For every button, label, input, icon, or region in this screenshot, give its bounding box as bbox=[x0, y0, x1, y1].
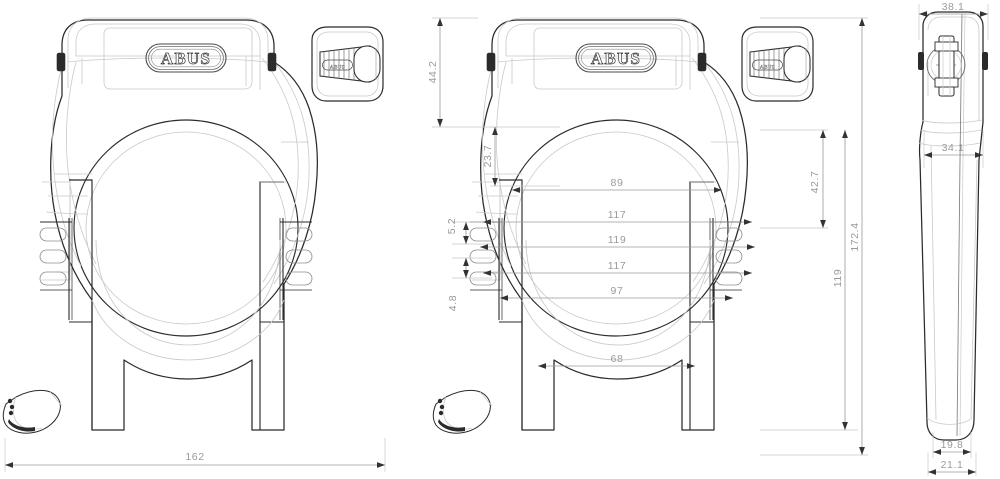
abus-logo-badge: ABUS bbox=[145, 43, 227, 73]
abus-logo-badge-2: ABUS bbox=[575, 43, 657, 73]
key-cylinder-front: ABUS bbox=[311, 26, 384, 102]
abus-key-text: ABUS bbox=[330, 64, 345, 70]
dim-38-1: 38.1 bbox=[918, 1, 989, 40]
abus-logo-text-2: ABUS bbox=[591, 49, 641, 68]
dim-label-34-1: 34.1 bbox=[942, 142, 965, 154]
dim-119: 119 bbox=[480, 234, 755, 250]
dim-label-42-7: 42.7 bbox=[809, 171, 821, 194]
view-front: ABUS ABUS 162 bbox=[2, 17, 386, 472]
dim-89: 89 bbox=[512, 177, 722, 193]
dim-label-117-upper: 117 bbox=[608, 209, 627, 221]
mounting-plug-front-2 bbox=[432, 389, 493, 434]
dim-label-23-7: 23.7 bbox=[482, 145, 494, 168]
abus-logo-text: ABUS bbox=[161, 49, 211, 68]
dim-172-4: 172.4 bbox=[760, 17, 868, 456]
dim-label-162: 162 bbox=[185, 451, 204, 463]
dim-label-19-8: 19.8 bbox=[941, 439, 964, 451]
dim-19-8: 19.8 bbox=[932, 432, 972, 458]
dim-34-1: 34.1 bbox=[923, 130, 984, 168]
dim-117-lower: 117 bbox=[483, 260, 752, 276]
mounting-plug-front bbox=[2, 389, 63, 434]
dim-overall-width-162: 162 bbox=[4, 438, 386, 472]
dim-label-119: 119 bbox=[608, 234, 627, 246]
dim-label-97: 97 bbox=[611, 285, 624, 297]
dim-44-2: 44.2 bbox=[427, 17, 498, 128]
view-side: 38.1 34.1 19.8 21.1 bbox=[918, 1, 989, 476]
dim-label-5-2: 5.2 bbox=[446, 218, 458, 234]
dim-42-7: 42.7 bbox=[760, 129, 828, 229]
dim-label-172-4: 172.4 bbox=[849, 222, 861, 251]
dim-label-44-2: 44.2 bbox=[427, 61, 439, 84]
dim-label-89: 89 bbox=[611, 177, 624, 189]
dim-label-117-lower: 117 bbox=[608, 260, 627, 272]
dim-label-21-1: 21.1 bbox=[941, 459, 964, 471]
dim-4-8: 4.8 bbox=[447, 257, 492, 311]
dim-68: 68 bbox=[538, 353, 695, 369]
dim-97: 97 bbox=[500, 285, 733, 301]
dim-label-4-8: 4.8 bbox=[447, 295, 459, 311]
key-cylinder-side bbox=[926, 35, 966, 97]
key-cylinder-front-2: ABUS bbox=[741, 26, 814, 102]
dim-119-right: 119 bbox=[760, 130, 858, 431]
dim-23-7: 23.7 bbox=[482, 126, 560, 187]
view-front-dimensioned: ABUS ABUS 44.2 23.7 5.2 bbox=[427, 17, 868, 456]
abus-key-text-2: ABUS bbox=[760, 64, 775, 70]
dim-117-upper: 117 bbox=[483, 209, 752, 225]
dim-label-38-1: 38.1 bbox=[942, 1, 965, 13]
dim-label-119-right: 119 bbox=[832, 269, 844, 288]
dim-21-1: 21.1 bbox=[927, 452, 977, 476]
dim-label-68: 68 bbox=[611, 353, 624, 365]
